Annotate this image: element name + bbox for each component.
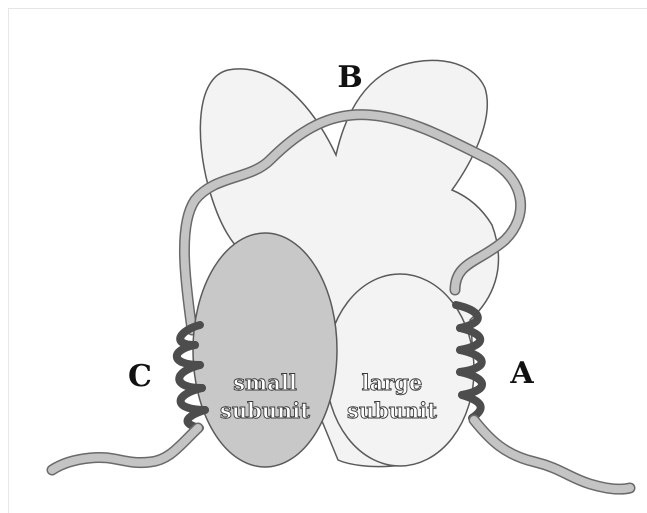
small-subunit-label-line2: subunit [220,398,310,423]
mrna-strand-left-tail-fill [52,428,198,470]
label-a: A [509,356,534,391]
small-subunit-label-line1: small [233,370,297,395]
label-c: C [128,359,152,394]
large-subunit-label-line1: large [362,370,423,395]
mrna-strand-right-tail [474,420,630,489]
small-subunit-shape [193,233,337,467]
label-b: B [337,60,362,95]
large-subunit-label-line2: subunit [347,398,437,423]
mrna-strand-right-tail-fill [474,420,630,489]
